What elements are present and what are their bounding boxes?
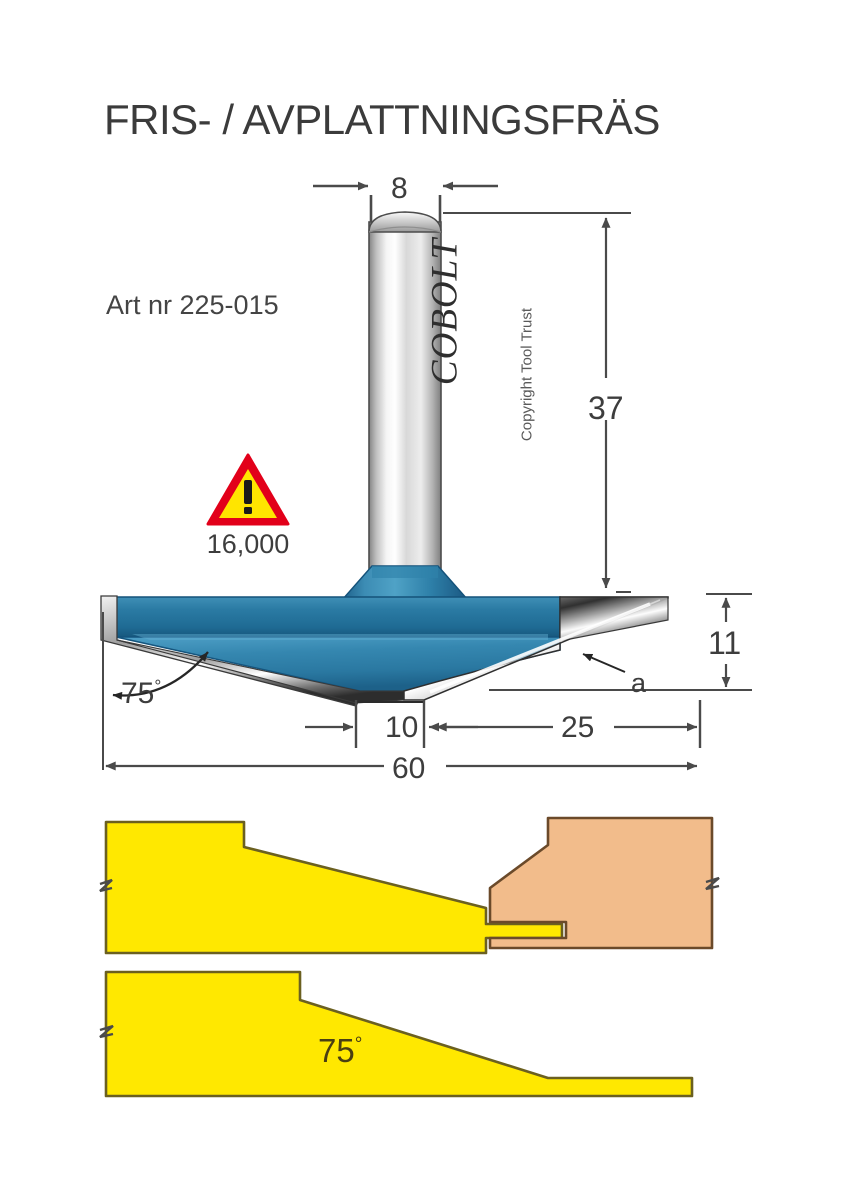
dimension-value-flank-width: 25 [561, 711, 595, 744]
zigzag-break-mark-left-upper [99, 878, 113, 893]
dimension-value-total-height: 37 [588, 390, 624, 426]
profile-angle-number: 75 [318, 1032, 355, 1069]
max-rpm-value: 16,000 [206, 529, 290, 559]
dimension-value-hub-width: 10 [385, 711, 419, 744]
dimension-value-bevel-angle: 75° [121, 677, 161, 711]
carbide-letter-label: a [631, 668, 647, 698]
router-bit-drawing [100, 181, 752, 771]
angle-number: 75 [121, 677, 155, 710]
warning-triangle-icon [206, 453, 290, 526]
cutter-left-blue [100, 595, 561, 707]
workpiece-yellow-lower [104, 970, 694, 1098]
profile-assembled-joint [99, 816, 720, 955]
dimension-total-height [443, 212, 631, 593]
router-bit-collar [340, 565, 470, 601]
max-rpm-warning: 16,000 [188, 452, 308, 560]
zigzag-break-mark-left-lower [99, 1024, 114, 1039]
dimension-flank-width [436, 689, 706, 748]
dimension-value-shank-diameter: 8 [391, 172, 408, 205]
router-bit-shank [368, 211, 442, 575]
dimension-value-total-diameter: 60 [392, 752, 426, 785]
article-number-label: Art nr 225-015 [106, 290, 279, 320]
zigzag-break-mark-right-upper [705, 876, 720, 891]
dimension-cutter-height [706, 593, 752, 691]
mating-piece-peach [488, 816, 714, 950]
cutter-right-carbide [403, 596, 669, 701]
degree-symbol: ° [154, 676, 162, 696]
profile-degree-symbol: ° [354, 1034, 363, 1055]
dimension-bevel-angle [102, 612, 209, 770]
profile-single-workpiece [99, 970, 694, 1098]
profile-angle-label: 75° [318, 1032, 362, 1070]
dimension-value-cutter-height: 11 [708, 625, 742, 661]
workpiece-yellow-upper [104, 820, 564, 955]
leader-carbide-a [582, 653, 626, 673]
page-title: FRIS- / AVPLATTNINGSFRÄS [104, 96, 660, 143]
